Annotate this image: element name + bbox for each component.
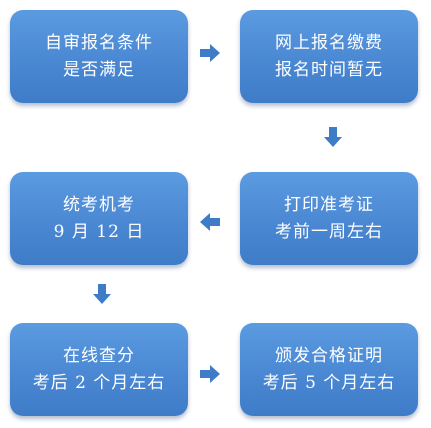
step-detail: 考前一周左右 xyxy=(275,221,383,242)
step-detail: 考后 2 个月左右 xyxy=(32,372,166,393)
step-detail: 考后 5 个月左右 xyxy=(262,372,396,393)
step-print-admission-ticket: 打印准考证 考前一周左右 xyxy=(240,172,418,265)
step-title: 网上报名缴费 xyxy=(275,32,383,53)
step-detail: 9 月 12 日 xyxy=(53,221,145,242)
step-unified-computer-exam: 统考机考 9 月 12 日 xyxy=(10,172,188,265)
arrow-right-icon xyxy=(200,44,220,62)
step-detail: 报名时间暂无 xyxy=(275,59,383,80)
step-self-check-eligibility: 自审报名条件 是否满足 xyxy=(10,10,188,103)
step-online-registration: 网上报名缴费 报名时间暂无 xyxy=(240,10,418,103)
arrow-right-icon xyxy=(200,365,220,383)
arrow-down-icon xyxy=(93,284,111,304)
arrow-left-icon xyxy=(200,213,220,231)
step-title: 自审报名条件 xyxy=(45,32,153,53)
step-title: 统考机考 xyxy=(63,194,135,215)
arrow-down-icon xyxy=(324,127,342,147)
step-title: 颁发合格证明 xyxy=(275,345,383,366)
step-detail: 是否满足 xyxy=(63,59,135,80)
step-title: 打印准考证 xyxy=(284,194,374,215)
step-online-score-check: 在线查分 考后 2 个月左右 xyxy=(10,323,188,416)
step-title: 在线查分 xyxy=(63,345,135,366)
step-issue-certificate: 颁发合格证明 考后 5 个月左右 xyxy=(240,323,418,416)
